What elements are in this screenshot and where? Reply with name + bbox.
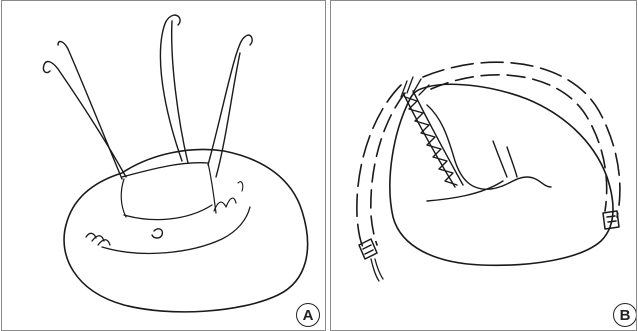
commissure-line-left <box>121 179 126 217</box>
leaflet-tuft-right <box>214 198 236 211</box>
valve-illustration-with-stay-sutures <box>2 1 326 331</box>
leaflet-contour <box>427 105 551 189</box>
stay-suture-right <box>208 35 252 165</box>
panel-b: B <box>330 0 637 331</box>
leaflet-tuft-left <box>86 233 110 245</box>
leaflet-tuft-right-small <box>238 182 243 191</box>
stay-suture-center-second-strand <box>172 21 188 163</box>
leaflet-fold-right <box>507 147 517 177</box>
valve-annulus-outline <box>64 149 308 311</box>
leaflet-tuft-center <box>152 229 162 238</box>
leaflet-fold-center <box>493 141 507 177</box>
panel-a: A <box>1 0 326 331</box>
panel-label-b: B <box>613 303 637 327</box>
band-clip-left-tail <box>371 259 383 281</box>
annuloplasty-band-outer <box>423 62 620 217</box>
running-suture-edge-outer <box>413 91 463 185</box>
leaflet-line-middle <box>124 205 212 220</box>
annuloplasty-band-left-inner <box>371 93 405 245</box>
leaflet-fold-left <box>427 181 503 201</box>
stay-suture-left-second-strand <box>58 42 122 179</box>
stay-suture-right-second-strand <box>216 53 240 177</box>
valve-illustration-with-running-suture <box>331 1 637 331</box>
annuloplasty-band-left-outer <box>357 85 401 251</box>
panel-label-a: A <box>296 303 320 327</box>
